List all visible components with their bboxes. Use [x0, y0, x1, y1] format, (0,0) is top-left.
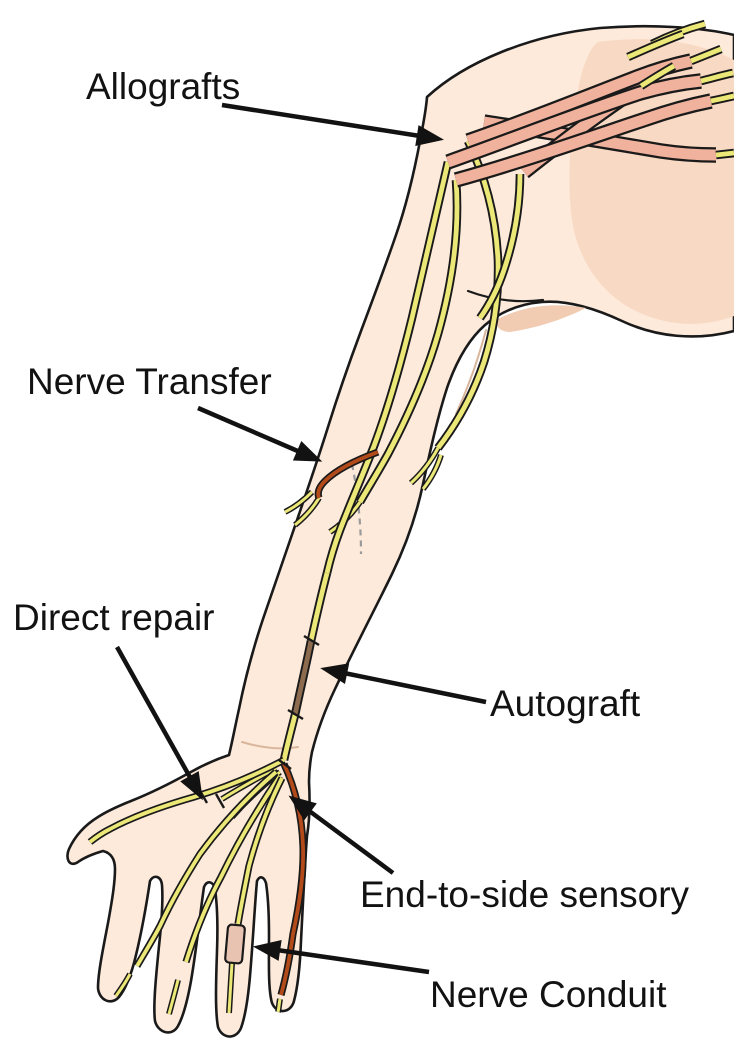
- label-end-to-side-sensory: End-to-side sensory: [360, 874, 690, 915]
- elbow-dashed-guide: [350, 463, 363, 555]
- wrist-crease: [241, 741, 299, 750]
- label-direct-repair: Direct repair: [13, 597, 215, 638]
- end-to-side-arrow: [288, 795, 395, 875]
- autograft-arrow: [320, 663, 487, 705]
- direct-repair-arrow: [115, 645, 203, 801]
- allografts-arrow: [221, 102, 445, 146]
- nerve-conduit: [224, 923, 246, 965]
- label-allografts: Allografts: [86, 66, 240, 107]
- nerve-transfer-arrow: [197, 405, 323, 462]
- direct-repair-suture-2: [214, 793, 226, 809]
- label-nerve-conduit: Nerve Conduit: [430, 974, 667, 1015]
- label-autograft: Autograft: [490, 683, 641, 724]
- annotation-arrows: [115, 102, 487, 975]
- inner-arm-crease: [455, 329, 487, 415]
- autograft-suture-top: [303, 634, 320, 647]
- autograft-segment: [287, 634, 320, 721]
- armpit-crease: [466, 289, 545, 303]
- end-to-side-suture: [278, 759, 292, 770]
- end-to-side-sensory-nerve: [278, 759, 303, 1012]
- label-nerve-transfer: Nerve Transfer: [27, 361, 272, 402]
- annotation-labels: Allografts Nerve Transfer Direct repair …: [13, 66, 690, 1015]
- autograft-suture-bottom: [287, 708, 304, 721]
- armpit-shading: [496, 305, 586, 332]
- nerve-conduit-arrow: [252, 939, 430, 975]
